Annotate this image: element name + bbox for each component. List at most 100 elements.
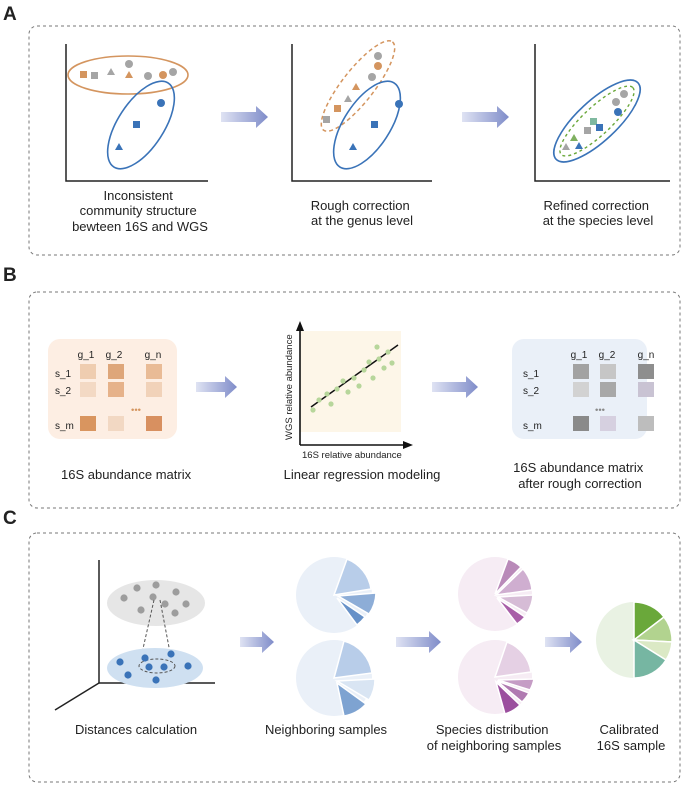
cell — [600, 382, 616, 397]
matrix-16s-corrected: g_1 g_2 g_n s_1 s_2 s_m ••• — [512, 339, 654, 439]
col-header: g_n — [638, 350, 655, 361]
arrow-right-icon — [396, 631, 441, 653]
caption-distances: Distances calculation — [75, 722, 197, 737]
caption-calibrated: Calibrated 16S sample — [597, 722, 666, 753]
row-header: s_1 — [55, 369, 72, 380]
point — [575, 142, 583, 149]
ellipse-16s — [106, 80, 176, 170]
neighboring-pie-top — [296, 557, 377, 633]
cell — [573, 382, 589, 397]
ellipse-wgs — [320, 40, 396, 132]
cell — [573, 364, 589, 379]
16s-cloud — [107, 648, 203, 688]
row-header: s_2 — [523, 386, 540, 397]
scatter-inconsistent — [65, 44, 208, 182]
caption-species-distribution: Species distribution of neighboring samp… — [427, 722, 562, 753]
regression-plot: WGS relative abundance 16S relative abun… — [284, 321, 413, 461]
ellipse-16s — [332, 80, 402, 170]
panel-a-frame — [28, 25, 681, 256]
caption-corrected-matrix: 16S abundance matrix after rough correct… — [513, 460, 647, 491]
panel-letter-c: C — [3, 508, 17, 529]
col-header: g_1 — [571, 350, 588, 361]
point — [125, 60, 133, 68]
row-header: s_m — [523, 421, 542, 432]
point — [570, 134, 578, 141]
wgs-cloud — [107, 580, 205, 626]
row-header: s_2 — [55, 386, 72, 397]
x-axis-label: 16S relative abundance — [302, 450, 402, 461]
point — [368, 73, 376, 81]
arrow-right-icon — [221, 106, 268, 128]
axes — [534, 44, 670, 182]
row-header: s_m — [55, 421, 74, 432]
cell — [80, 416, 96, 431]
point — [334, 105, 341, 112]
point — [144, 72, 152, 80]
scatter-refined-correction — [534, 44, 670, 182]
col-header: g_1 — [78, 350, 95, 361]
ellipsis: ••• — [131, 405, 141, 416]
neighbor-circle — [138, 658, 176, 674]
cell — [80, 382, 96, 397]
arrow-right-icon — [240, 631, 274, 653]
cell — [108, 416, 124, 431]
point — [352, 83, 360, 90]
cell — [600, 364, 616, 379]
neighboring-pie-bottom — [296, 640, 376, 717]
point — [115, 143, 123, 150]
point — [596, 124, 603, 131]
point — [614, 108, 622, 116]
cell — [146, 416, 162, 431]
point — [133, 121, 140, 128]
ellipse-wgs — [67, 55, 189, 95]
cell — [108, 382, 124, 397]
arrow-right-icon — [432, 376, 478, 398]
point — [169, 68, 177, 76]
point — [374, 62, 382, 70]
axes — [291, 44, 432, 182]
point — [562, 143, 570, 150]
cell — [80, 364, 96, 379]
cell — [146, 382, 162, 397]
caption-regression: Linear regression modeling — [284, 467, 441, 482]
arrow-right-icon — [403, 441, 413, 449]
point — [371, 121, 378, 128]
caption-rough: Rough correction at the genus level — [311, 198, 414, 228]
cell — [638, 416, 654, 431]
point — [107, 68, 115, 75]
cell — [600, 416, 616, 431]
axes — [65, 44, 208, 182]
panel-c-frame — [28, 532, 681, 783]
arrow-right-icon — [545, 631, 582, 653]
point — [344, 95, 352, 102]
point — [584, 127, 591, 134]
arrow-right-icon — [196, 376, 237, 398]
cell — [108, 364, 124, 379]
y-axis-label: WGS relative abundance — [284, 334, 295, 440]
species-pie-bottom — [458, 640, 535, 715]
point — [612, 98, 620, 106]
plot-background — [300, 331, 401, 432]
caption-inconsistent: Inconsistent community structure bewteen… — [72, 188, 208, 234]
point — [80, 71, 87, 78]
cell — [638, 364, 654, 379]
regression-points — [310, 344, 395, 413]
matrix-16s: g_1 g_2 g_n s_1 s_2 s_m ••• — [48, 339, 177, 439]
col-header: g_2 — [599, 350, 616, 361]
ellipse-16s — [553, 79, 641, 163]
point — [159, 71, 167, 79]
col-header: g_n — [145, 350, 162, 361]
point — [590, 118, 597, 125]
point — [620, 90, 628, 98]
ellipsis: ••• — [595, 405, 605, 416]
panel-letter-a: A — [3, 4, 17, 25]
distance-3d-diagram — [54, 560, 215, 711]
arrow-right-icon — [462, 106, 509, 128]
point — [125, 71, 133, 78]
caption-neighboring: Neighboring samples — [265, 722, 388, 737]
caption-16s-matrix: 16S abundance matrix — [61, 467, 192, 482]
projection-line — [159, 599, 173, 664]
point — [157, 99, 165, 107]
point — [374, 52, 382, 60]
